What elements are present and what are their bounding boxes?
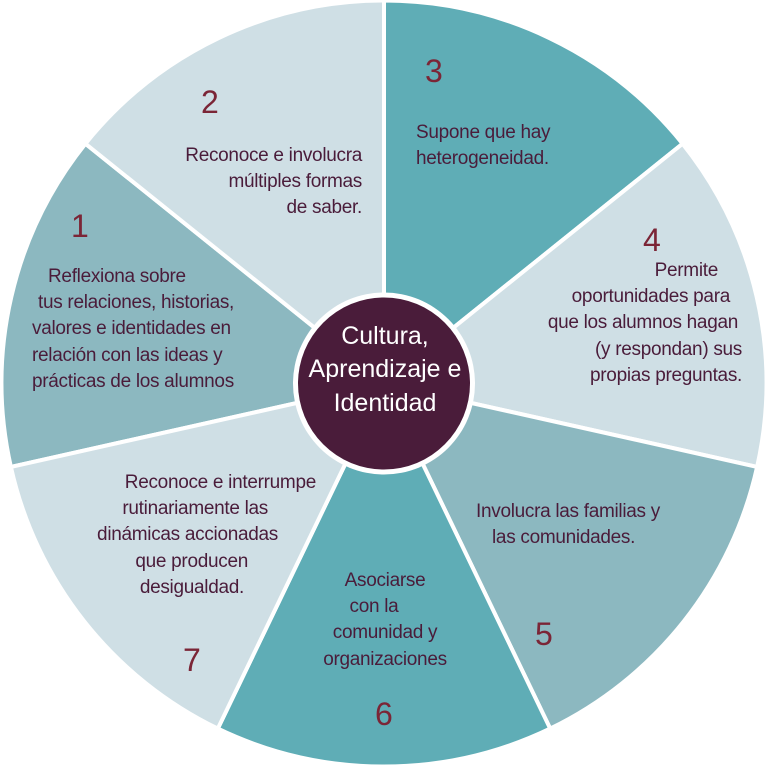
- segment-6-line: Asociarse: [344, 570, 426, 591]
- segment-4-line: oportunidades para: [571, 286, 731, 308]
- segment-5-text: Involucra las familias y las comunidades…: [476, 499, 660, 551]
- segment-1-text: Reflexiona sobre tus relaciones, histori…: [20, 264, 234, 395]
- segment-6-line: organizaciones: [323, 648, 447, 670]
- segment-2-line: de saber.: [286, 197, 363, 219]
- segment-4-wedge: [382, 141, 768, 469]
- segment-4-line: (y respondan) sus: [595, 338, 742, 360]
- segment-2-text: Reconoce e involucra múltiples formas de…: [152, 143, 362, 222]
- segment-7-text: Reconoce e interrumpe rutinariamente las…: [62, 470, 316, 601]
- center-label-line: Cultura,: [341, 322, 429, 350]
- segment-5-line: las comunidades.: [492, 527, 636, 549]
- center-circle: [298, 297, 470, 470]
- segment-5-wedge: [382, 381, 760, 731]
- segment-7-line: Reconoce e interrumpe: [124, 472, 317, 493]
- segment-4-line: Permite: [654, 260, 719, 281]
- segment-7-wedge: [8, 381, 386, 731]
- segment-3-text: Supone que hay heterogeneidad.: [416, 120, 551, 172]
- segment-5-number: 5: [535, 616, 553, 652]
- segment-4-text: Permite oportunidades para que los alumn…: [510, 258, 742, 389]
- segment-1-line: valores e identidades en: [32, 318, 231, 340]
- segment-6-text: Asociarse con la comunidad y organizacio…: [300, 568, 470, 673]
- segment-3-line: heterogeneidad.: [416, 148, 549, 170]
- segment-6-number: 6: [375, 696, 393, 732]
- segment-7-line: desigualdad.: [139, 576, 244, 598]
- segment-2-line: Reconoce e involucra: [185, 145, 362, 166]
- segment-5-line: Involucra las familias y: [476, 501, 660, 522]
- center-label: Cultura, Aprendizaje e Identidad: [274, 320, 496, 420]
- segment-7-line: rutinariamente las: [122, 498, 268, 520]
- segment-1-line: relación con las ideas y: [32, 344, 223, 366]
- segment-4-number: 4: [643, 222, 661, 258]
- segment-2-wedge: [83, 0, 386, 386]
- segment-1-number: 1: [71, 208, 89, 244]
- segment-4-line: que los alumnos hagan: [547, 312, 738, 334]
- segment-7-line: dinámicas accionadas: [97, 524, 278, 546]
- center-label-line: Identidad: [333, 388, 437, 417]
- segment-7-line: que producen: [135, 550, 248, 572]
- segment-4-line: propias preguntas.: [590, 364, 742, 386]
- segment-3-line: Supone que hay: [416, 122, 551, 143]
- segment-2-number: 2: [201, 84, 219, 120]
- segment-1-line: Reflexiona sobre: [48, 266, 186, 287]
- segment-6-line: con la: [349, 596, 399, 618]
- segment-1-wedge: [0, 141, 386, 469]
- segment-2-line: múltiples formas: [228, 171, 362, 193]
- segment-1-line: tus relaciones, historias,: [38, 292, 235, 314]
- segment-6-line: comunidad y: [332, 622, 438, 644]
- center-label-line: Aprendizaje e: [308, 355, 462, 384]
- segment-3-wedge: [382, 0, 685, 386]
- segment-7-number: 7: [183, 642, 201, 678]
- segment-1-line: prácticas de los alumnos: [32, 370, 234, 392]
- segment-3-number: 3: [425, 53, 443, 89]
